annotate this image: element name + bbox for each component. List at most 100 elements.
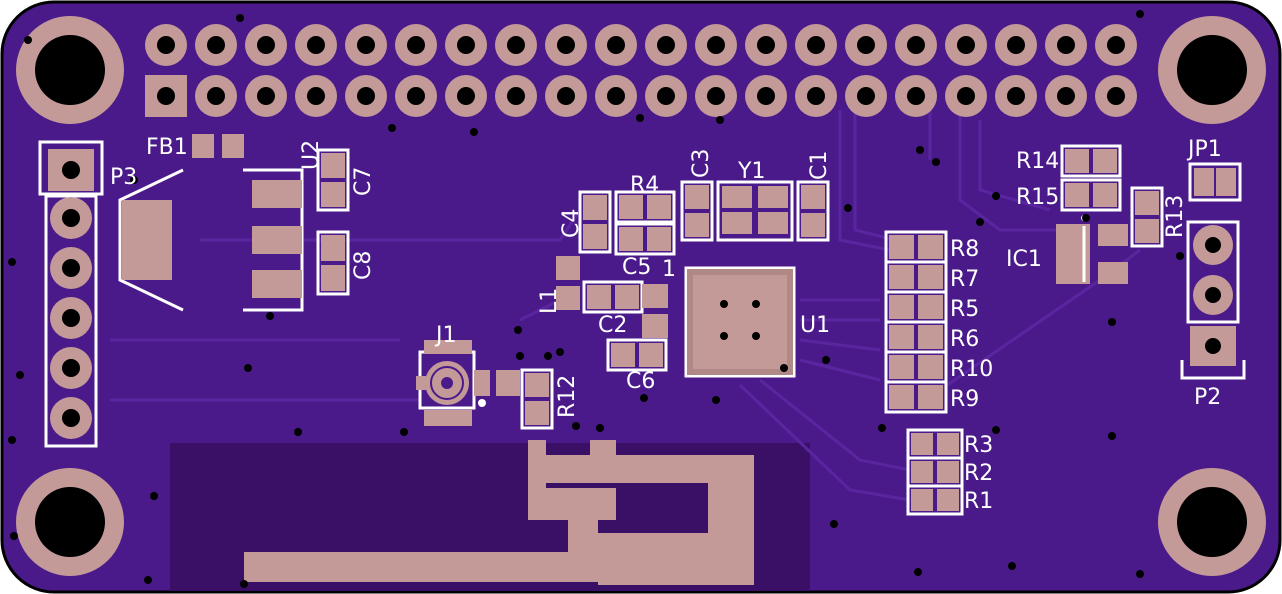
via [1008, 562, 1016, 570]
via [544, 352, 552, 360]
via [716, 116, 724, 124]
label-c3: C3 [689, 149, 714, 178]
vias [8, 10, 1184, 588]
via [266, 312, 274, 320]
mounting-holes [16, 16, 1266, 576]
u2-regulator [118, 168, 304, 312]
via [236, 14, 244, 22]
via [8, 436, 16, 444]
via [572, 422, 580, 430]
via [830, 520, 838, 528]
r12-resistor [520, 368, 554, 430]
label-y1: Y1 [737, 159, 765, 184]
r14-resistor [1060, 144, 1122, 178]
via [636, 114, 644, 122]
via [240, 580, 248, 588]
mount-hole-top-right [1158, 16, 1266, 124]
via [1136, 570, 1144, 578]
mount-hole-bottom-right [1158, 468, 1266, 576]
via [150, 492, 158, 500]
ic1-chip [1056, 215, 1128, 284]
pcb-antenna [244, 440, 754, 585]
via [400, 428, 408, 436]
label-l1: L1 [537, 288, 562, 314]
label-c2: C2 [598, 313, 627, 338]
via [1176, 252, 1184, 260]
l1-pad [556, 286, 580, 310]
label-r15: R15 [1016, 185, 1059, 210]
via [712, 396, 720, 404]
via [822, 356, 830, 364]
silkscreen: FB1 P3 U2 C7 C8 C4 R4 C5 C3 Y1 C1 L1 C2 … [110, 135, 1222, 514]
smd-components [316, 144, 1164, 516]
c5-capacitor [614, 222, 676, 256]
label-c7: C7 [351, 167, 376, 196]
label-jp1: JP1 [1186, 137, 1222, 162]
r15-resistor [1060, 178, 1122, 212]
label-r12: R12 [555, 375, 580, 418]
c4-capacitor [578, 190, 612, 254]
via [1108, 432, 1116, 440]
via [844, 204, 852, 212]
label-ic1: IC1 [1006, 247, 1042, 272]
c3-capacitor [680, 180, 714, 242]
smd-pad [642, 284, 668, 308]
label-r9: R9 [950, 387, 979, 412]
c8-capacitor [316, 230, 350, 296]
via [16, 371, 24, 379]
fb1-ferrite [192, 134, 244, 158]
label-r4: R4 [630, 173, 659, 198]
label-r3: R3 [964, 433, 993, 458]
via [640, 394, 648, 402]
label-c6: C6 [626, 369, 655, 394]
r3-resistor [906, 428, 964, 460]
via [10, 532, 18, 540]
label-r6: R6 [950, 327, 979, 352]
via [144, 576, 152, 584]
via [932, 158, 940, 166]
label-r10: R10 [950, 357, 993, 382]
label-c4: C4 [559, 209, 584, 238]
r8-resistor [884, 230, 948, 264]
label-r7: R7 [950, 267, 979, 292]
via [24, 36, 32, 44]
r6-resistor [884, 320, 948, 354]
l1-pad [556, 256, 580, 280]
via [470, 128, 478, 136]
label-r8: R8 [950, 237, 979, 262]
via [914, 568, 922, 576]
c2-capacitor [582, 280, 644, 314]
label-u1: U1 [800, 313, 830, 338]
jp1-jumper [1188, 162, 1242, 202]
label-u2: U2 [299, 140, 324, 170]
r2-resistor [906, 456, 964, 488]
via [388, 124, 396, 132]
r4-resistor [614, 190, 676, 224]
via [916, 146, 924, 154]
label-j1: J1 [434, 323, 457, 348]
label-fb1: FB1 [146, 135, 188, 160]
via [780, 364, 788, 372]
label-u1-pin1: 1 [662, 257, 676, 282]
label-c1: C1 [807, 151, 832, 180]
label-r13: R13 [1163, 195, 1188, 238]
r1-resistor [906, 484, 964, 516]
r13-resistor [1130, 186, 1164, 248]
c7-capacitor [316, 148, 350, 212]
via [1082, 214, 1090, 222]
via [294, 428, 302, 436]
p2-header [1180, 220, 1246, 380]
via [992, 192, 1000, 200]
p3-header [38, 140, 104, 448]
via [514, 326, 522, 334]
mount-hole-top-left [16, 16, 124, 124]
label-r2: R2 [964, 461, 993, 486]
c6-capacitor [606, 338, 668, 372]
gpio-header [145, 24, 1137, 117]
via [976, 218, 984, 226]
y1-crystal [716, 180, 794, 242]
via [556, 348, 564, 356]
label-c5: C5 [622, 255, 651, 280]
